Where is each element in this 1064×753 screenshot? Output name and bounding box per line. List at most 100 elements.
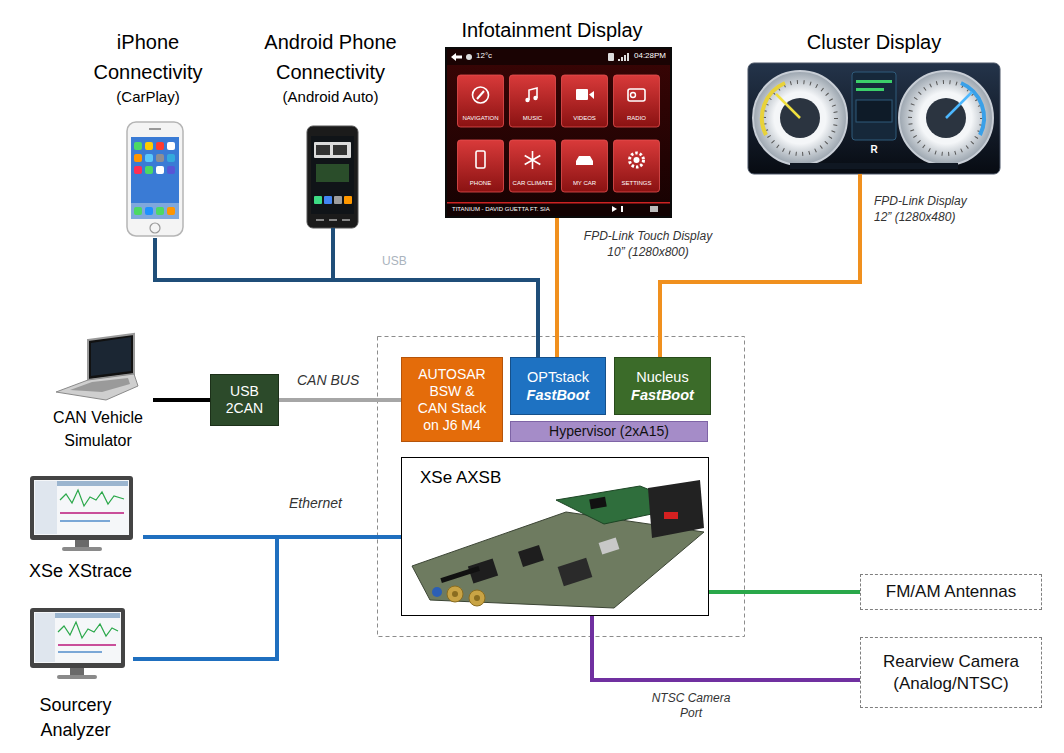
laptop-base [56,374,138,400]
radio-icon [631,93,636,98]
panel-bar [856,80,892,83]
box-label: AUTOSAR BSW & CAN Stack on J6 M4 [415,366,489,434]
app-icon [334,196,342,204]
rf-connector [474,595,480,601]
monitor-base [57,675,97,679]
connector-group [133,174,860,680]
phone-dock [131,203,179,219]
app-icon [156,142,164,150]
chip [518,545,544,567]
music-icon [525,98,529,102]
text-stack: Rearview Camera (Analog/NTSC) [867,651,1035,695]
status-bar [447,49,670,65]
camera-cable [592,616,860,680]
volume-icon [650,206,658,212]
clock-face [316,145,330,155]
tool-title: Sourcery Analyzer [18,693,133,743]
gauge-face [753,71,847,165]
phone-body [307,126,358,228]
edge-label: FPD-Link Display 12” (1280x480) [874,193,977,225]
pause-icon [621,206,623,212]
menu-label: MY CAR [559,180,611,187]
signal-icon [618,53,629,61]
box-label: Nucleus [631,368,694,386]
play-icon [612,206,617,212]
text-stack: OPTstackFastBoot [527,368,590,404]
menu-label: MUSIC [507,115,559,122]
text-stack: Sourcery Analyzer [18,693,133,743]
system-boundary [378,337,745,637]
software-box: AUTOSAR BSW & CAN Stack on J6 M4 [401,357,503,442]
progress-line [447,202,670,204]
video-icon [589,91,594,99]
monitor-base [62,547,102,551]
device-subtitle: (Android Auto) [248,87,413,107]
hypervisor-bar: Hypervisor (2xA15) [510,421,708,442]
music-icon [529,88,537,100]
device-group: iPhone Connectivity(CarPlay) [78,27,218,238]
text-stack: Hypervisor (2xA15) [549,423,669,440]
navigation-icon [473,87,489,103]
navigation-icon [477,91,484,99]
text-stack: XSe AXSB [420,467,501,489]
usb-cable [153,398,210,402]
laptop-screen [88,334,134,380]
peripheral-box: FM/AM Antennas [860,574,1042,610]
text-stack: iPhone Connectivity(CarPlay) [78,27,218,107]
clock-widget [314,142,351,158]
cluster-screen [748,63,1000,174]
gauge-face [899,71,993,165]
app-icon [156,154,164,162]
monitor-stand [70,668,84,675]
tool-group: CAN Vehicle Simulator [43,332,153,452]
gear-indicator: R [864,144,884,156]
gauge-ticks [910,82,982,154]
app-icon [156,207,164,215]
app-icon [145,142,153,150]
monitor-screen [34,612,121,663]
software-box: NucleusFastBoot [614,357,711,415]
edge-label: Ethernet [289,495,342,512]
phone-screen [131,137,179,219]
app-icon [167,142,175,150]
menu-label: RADIO [611,115,663,122]
text-stack: USB 2CAN [220,383,270,417]
app-icon [134,207,142,215]
phone-icon [476,151,485,168]
trace-bar [60,512,124,514]
fpd-link-cable [555,218,559,357]
menu-label: VIDEOS [559,115,611,122]
interface-box: USB 2CAN [210,374,279,426]
power-switch [664,512,678,519]
screen-header [57,481,128,486]
tool-title: CAN Vehicle Simulator [43,406,153,452]
menu-label: PHONE [455,180,507,187]
pin-header [440,566,480,583]
trace-wave [58,622,118,638]
cluster-strip [790,163,958,169]
display-screen [447,49,670,216]
usb-cable [333,228,538,357]
screen-sidebar [35,613,55,662]
display-title: Cluster Display [807,27,941,57]
phone-button [342,219,350,221]
tool-title: XSe XStrace [29,560,132,582]
settings-icon [634,157,640,163]
fpd-link-cable [660,174,860,357]
trace-bar [58,644,116,646]
app-icon [145,154,153,162]
app-icon [134,142,142,150]
text-stack: CAN Vehicle Simulator [43,406,153,452]
device-title: Android Phone Connectivity [248,27,413,87]
car-icon [576,156,593,165]
status-text: 12°c [476,51,492,61]
phone-speaker [149,128,161,130]
peripheral-box: Rearview Camera (Analog/NTSC) [860,637,1042,708]
usb-cable [155,238,538,357]
clock-face [333,145,347,155]
app-icon [167,207,175,215]
settings-icon [630,153,644,167]
ethernet-cable [133,537,401,659]
